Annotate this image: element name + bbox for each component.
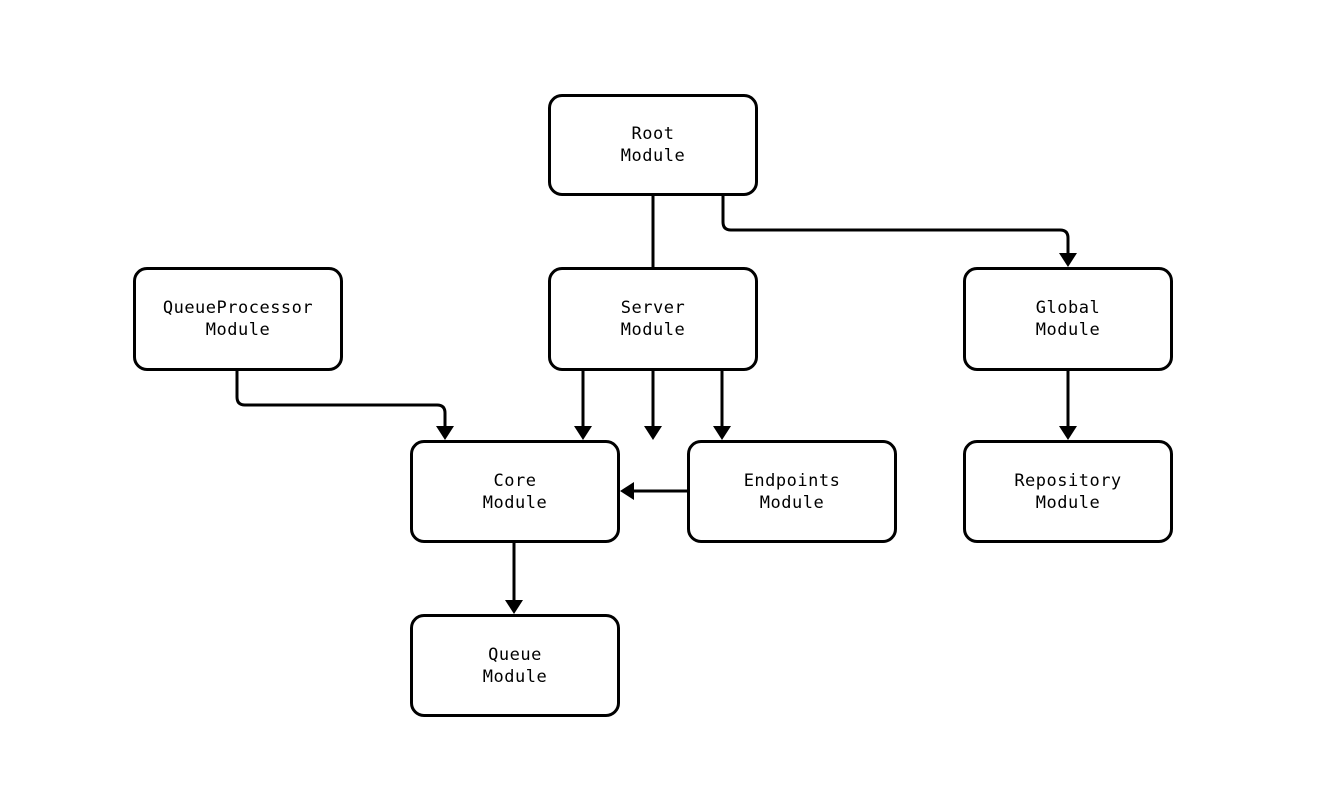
endpoints-module-label-line1: Endpoints <box>743 470 841 491</box>
queue-module-label-line2: Module <box>482 666 548 687</box>
edge-core-to-queue-arrowhead <box>505 600 523 614</box>
repository-module-label-line2: Module <box>1035 492 1101 513</box>
queueprocessor-module-label-line2: Module <box>205 320 271 340</box>
repository-module-label-line1: Repository <box>1014 470 1122 491</box>
edge-server-to-core-arrowhead <box>574 426 592 440</box>
edge-root-to-global <box>721 196 1070 259</box>
core-module-label-line2: Module <box>482 492 548 513</box>
root-module-label-line1: Root <box>631 124 675 144</box>
global-module-label-line1: Global <box>1035 298 1101 318</box>
queue-module-label-line1: Queue <box>488 644 542 665</box>
edge-root-to-global-arrowhead <box>1059 253 1077 267</box>
edge-global-to-repository-arrowhead <box>1059 426 1077 440</box>
edge-root-to-server-arrowhead <box>644 426 662 440</box>
server-module-label-line1: Server <box>620 298 686 318</box>
edge-server-to-endpoints-arrowhead <box>713 426 731 440</box>
queueprocessor-module-label-line1: QueueProcessor <box>162 298 314 318</box>
root-module-label-line2: Module <box>620 146 686 166</box>
edge-queueprocessor-to-core-arrowhead <box>436 426 454 440</box>
edge-queueprocessor-to-core <box>235 371 447 432</box>
endpoints-module-label-line2: Module <box>759 492 825 513</box>
core-module-label-line1: Core <box>493 470 537 491</box>
edge-endpoints-to-core-arrowhead <box>620 482 634 500</box>
server-module-label-line2: Module <box>620 320 686 340</box>
global-module-label-line2: Module <box>1035 320 1101 340</box>
